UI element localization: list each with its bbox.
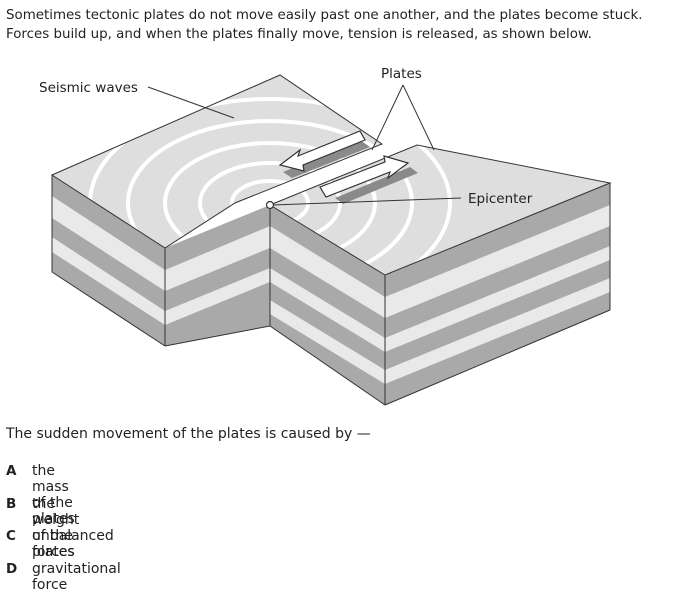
plate-motion-arrow-right: [319, 155, 410, 198]
left-plate-top: [52, 75, 382, 248]
epicenter-marker: [265, 200, 275, 210]
choice-letter: B: [6, 495, 17, 512]
intro-line-2: Forces build up, and when the plates fin…: [6, 27, 592, 42]
intro-line-1: Sometimes tectonic plates do not move ea…: [6, 8, 643, 23]
choice-text: the weight of the plates: [32, 495, 80, 560]
left-block-front-face: [52, 175, 165, 346]
choice-letter: A: [6, 463, 17, 479]
choice-text: unbalanced forces: [32, 528, 114, 561]
fault-diagram: Seismic waves Plates Epicenter: [39, 66, 612, 406]
seismic-waves-label: Seismic waves: [39, 80, 138, 96]
plates-label: Plates: [381, 66, 422, 82]
choice-letter: D: [6, 561, 18, 578]
epicenter-label: Epicenter: [468, 191, 533, 207]
right-block-front-face: [270, 205, 385, 405]
fault-shadow: [283, 140, 418, 204]
question-stem: The sudden movement of the plates is cau…: [6, 426, 371, 442]
plate-motion-arrow-left: [278, 130, 366, 172]
leader-lines: [147, 84, 462, 206]
right-block-side-face: [385, 183, 610, 405]
choice-text: the mass of the plates: [32, 463, 75, 527]
choice-letter: C: [6, 528, 16, 545]
left-block-side-face: [165, 205, 270, 346]
block-outlines: [50, 74, 612, 406]
intro-paragraph: Sometimes tectonic plates do not move ea…: [6, 6, 682, 44]
choice-text: gravitational force: [32, 561, 121, 594]
